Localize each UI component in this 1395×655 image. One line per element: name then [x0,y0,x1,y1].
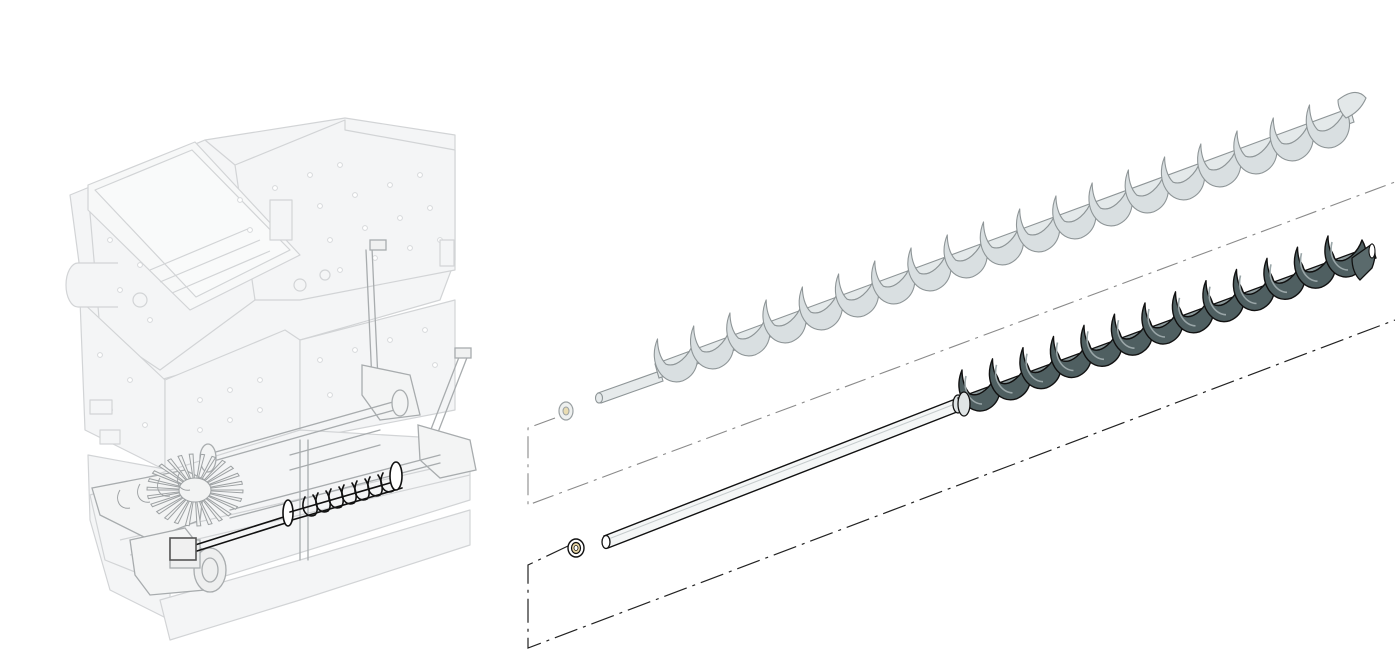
agitator-wheel [117,453,244,527]
upper-auger-assembly [558,91,1367,421]
lower-auger-collar [957,391,971,417]
highlighted-auger-in-machine [169,461,403,561]
grey-auger-flight [177,471,191,491]
upper-auger-flights [653,104,1350,383]
lower-bushing [567,538,585,558]
lower-drive-shaft [601,394,964,550]
lower-auger-end-hole [1368,243,1376,259]
grey-auger-flight [157,477,171,497]
upper-stub-shaft [594,370,664,404]
agitator-hub [178,477,212,503]
upper-auger-end [1337,91,1367,119]
upper-bushing [558,401,574,421]
grey-auger-flight [137,483,151,503]
lower-auger-assembly [567,235,1377,558]
grey-auger-flight [117,489,131,509]
